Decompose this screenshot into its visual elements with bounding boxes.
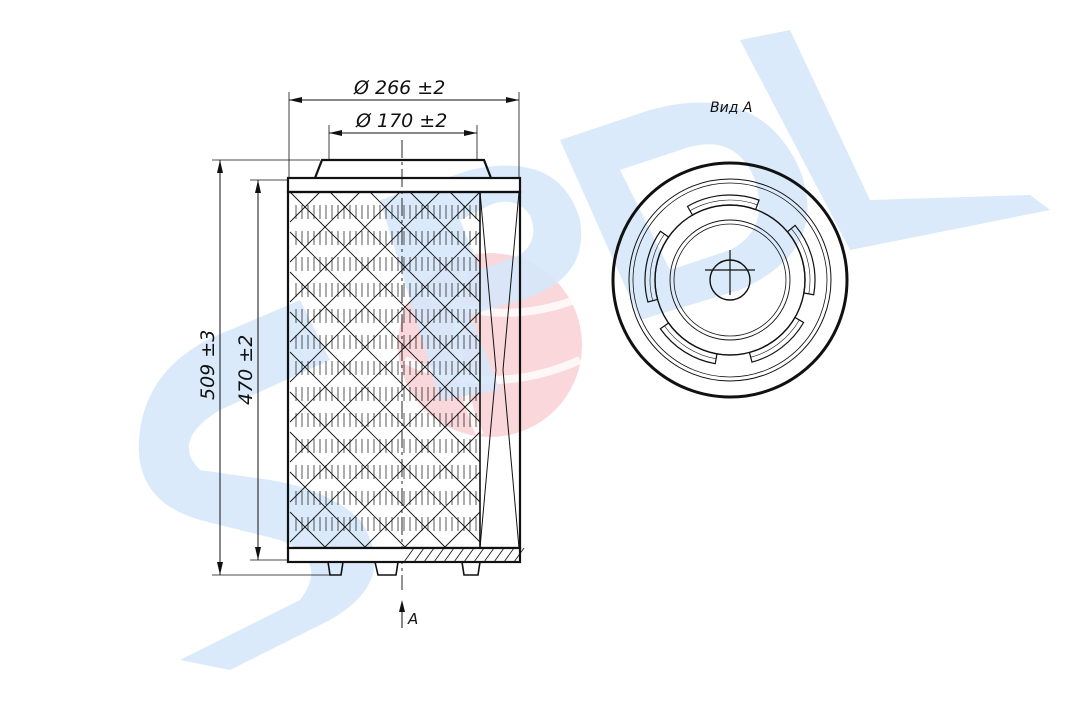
inner-diameter-label: Ø 170 ±2 (355, 110, 447, 132)
media-height-label: 470 ±2 (235, 335, 257, 405)
dim-inner-diameter: Ø 170 ±2 (328, 110, 478, 160)
dim-overall-height: 509 ±3 (197, 159, 330, 576)
media-pleats (295, 205, 477, 531)
outer-diameter-label: Ø 266 ±2 (353, 77, 445, 99)
view-arrow-label: A (407, 610, 418, 628)
watermark (138, 30, 1050, 670)
view-arrow: A (399, 600, 418, 628)
overall-height-label: 509 ±3 (197, 330, 219, 400)
top-end-cap (286, 176, 522, 194)
dim-media-height: 470 ±2 (235, 179, 288, 561)
bottom-cap-hatch (403, 547, 525, 563)
side-view: Ø 266 ±2 Ø 170 ±2 509 ±3 470 (197, 77, 525, 628)
watermark-letters (138, 30, 1050, 670)
end-view-title: Вид А (710, 100, 752, 116)
bottom-feet (327, 561, 481, 576)
top-flange (313, 158, 493, 179)
end-view: Вид А (611, 100, 849, 399)
dim-outer-diameter: Ø 266 ±2 (288, 77, 520, 180)
